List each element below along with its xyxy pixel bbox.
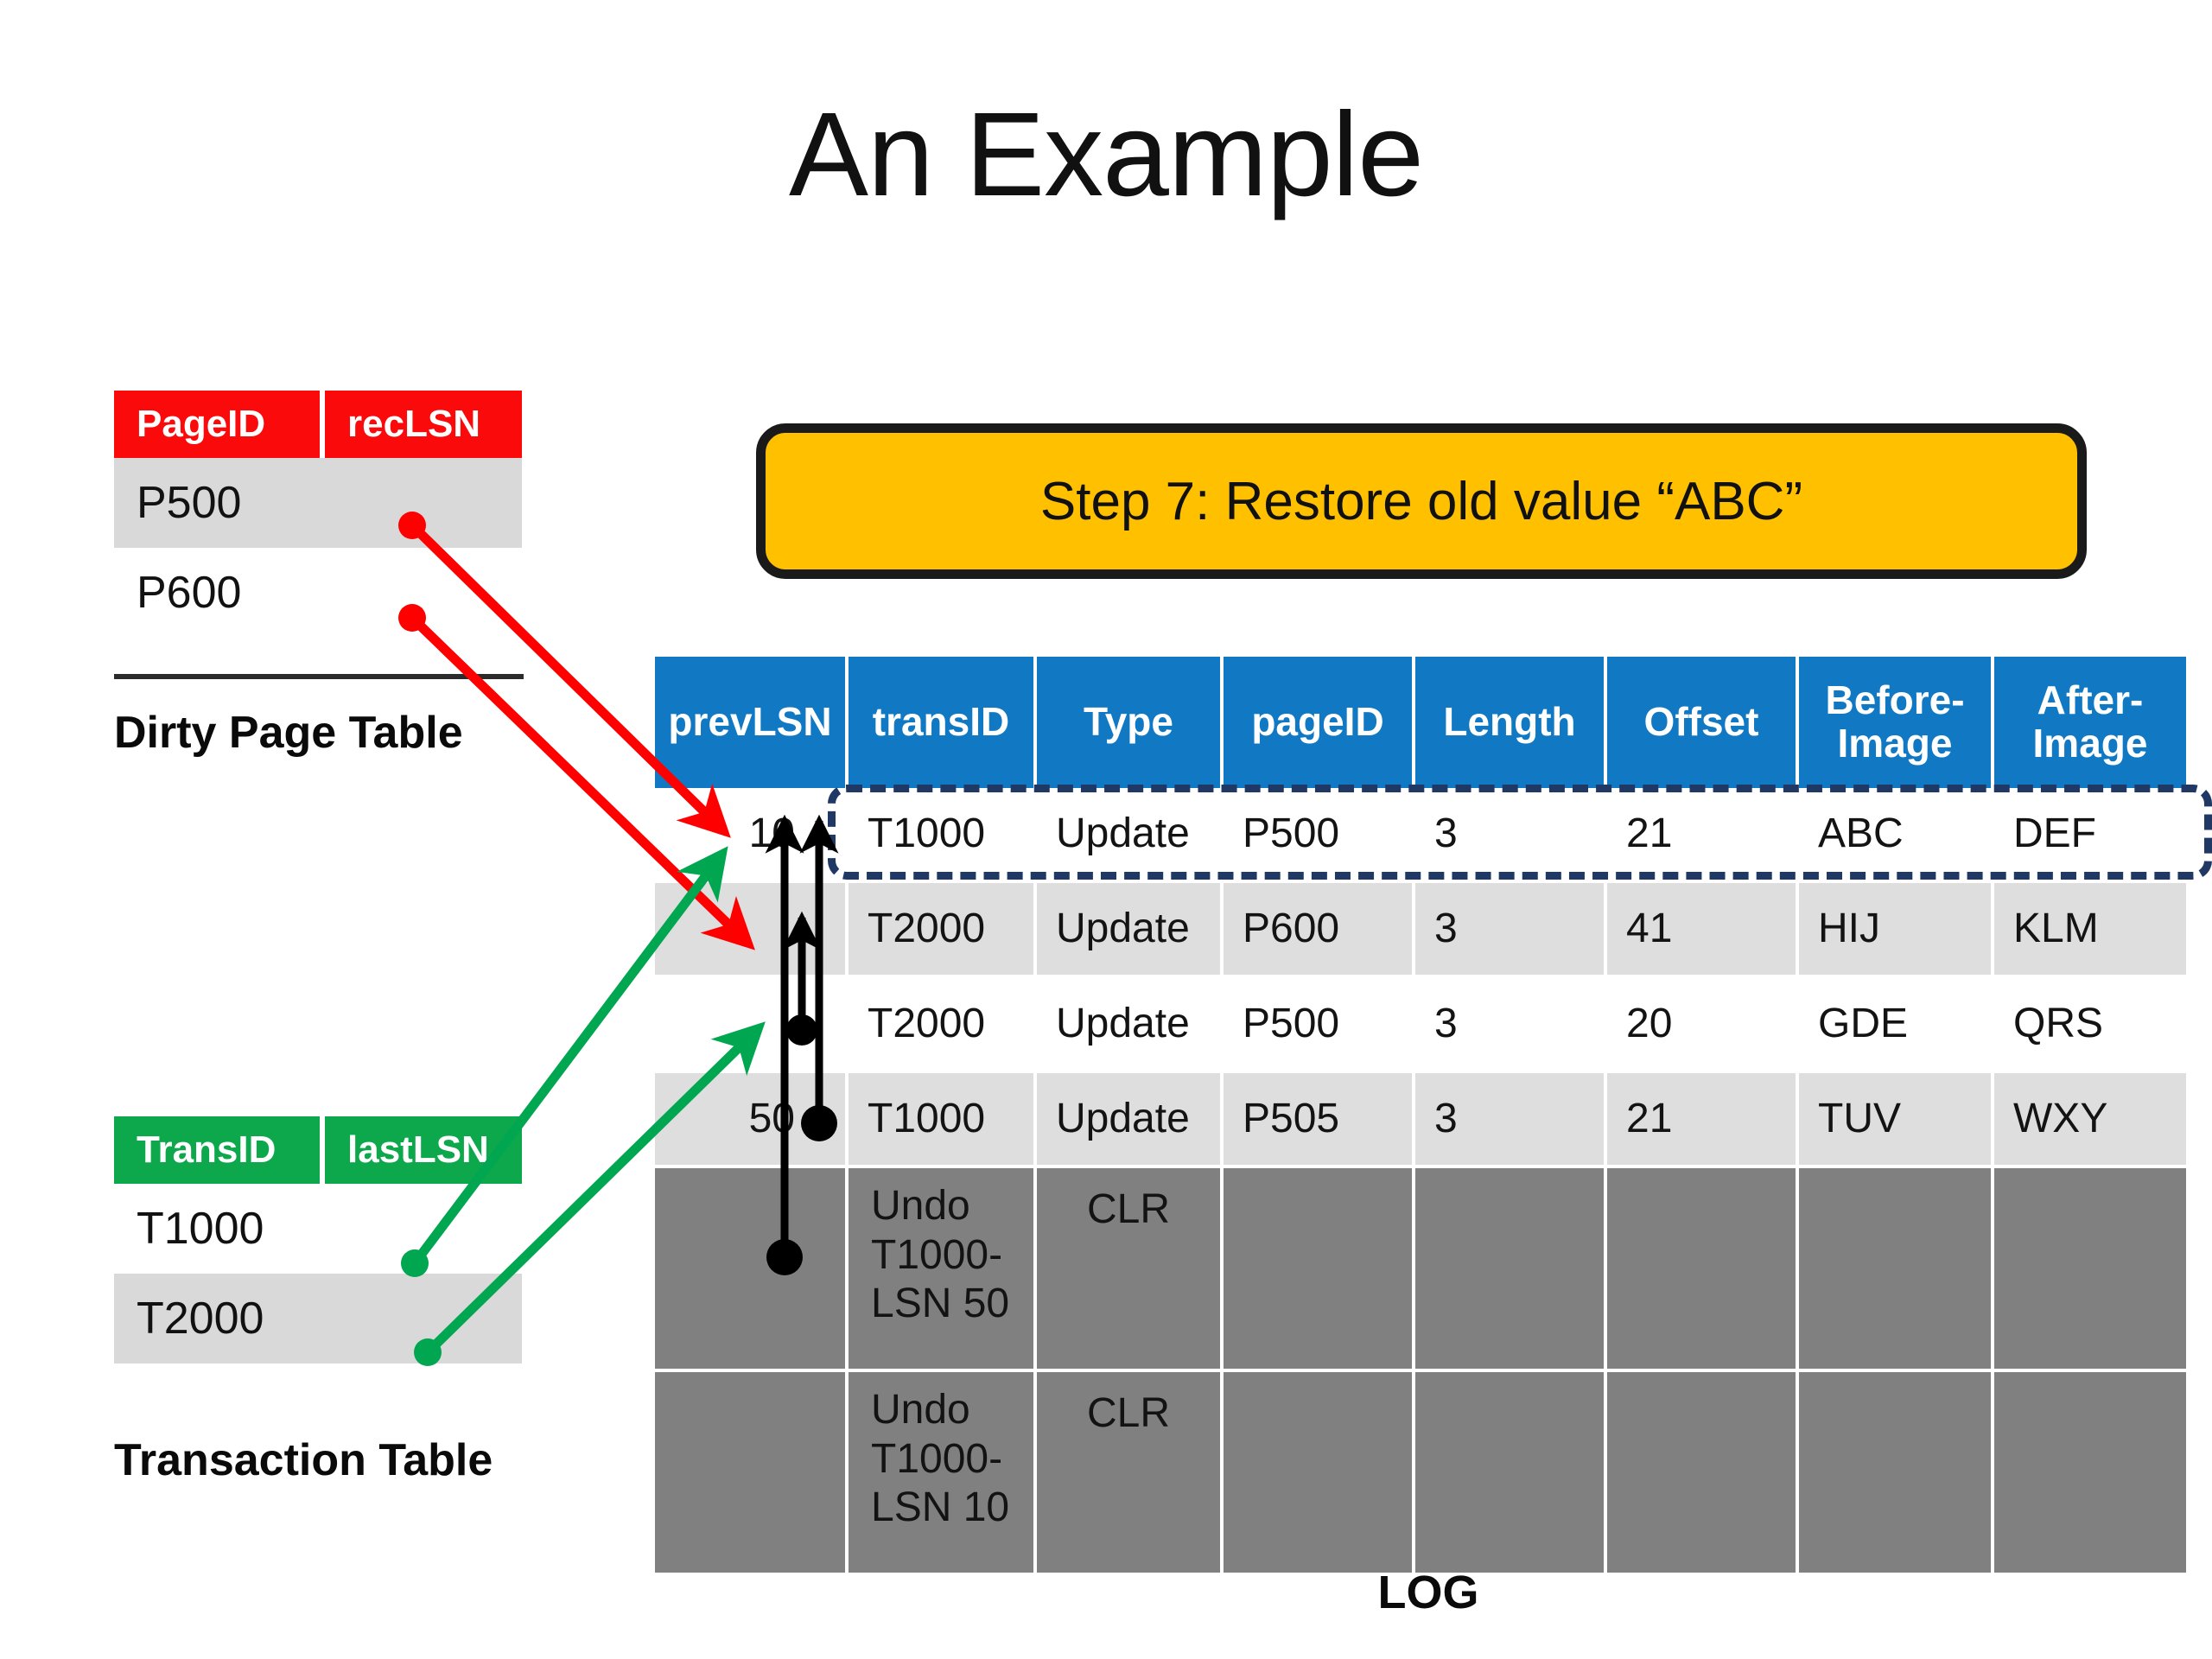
- dpt-cell-pageid-0: P500: [114, 458, 320, 548]
- log-cell-pageid-3: P505: [1224, 1073, 1415, 1168]
- tt-col-transid: TransID: [114, 1116, 320, 1184]
- log-cell-offset-5: [1607, 1372, 1799, 1576]
- log-cell-pageid-0: P500: [1224, 788, 1415, 883]
- log-cell-before-0: ABC: [1799, 788, 1994, 883]
- log-cell-transid-5: Undo T1000-LSN 10: [849, 1372, 1037, 1576]
- table-header-row: TransID lastLSN: [114, 1116, 522, 1184]
- tt-cell-lastlsn-1: [325, 1274, 522, 1363]
- transaction-table-caption: Transaction Table: [114, 1435, 493, 1485]
- log-cell-length-3: 3: [1415, 1073, 1607, 1168]
- log-col-after-image: After-Image: [1994, 657, 2186, 788]
- log-cell-prevlsn-4: [655, 1168, 849, 1372]
- dirty-page-table-caption: Dirty Page Table: [114, 708, 463, 758]
- log-cell-transid-3: T1000: [849, 1073, 1037, 1168]
- log-cell-length-1: 3: [1415, 883, 1607, 978]
- log-cell-offset-3: 21: [1607, 1073, 1799, 1168]
- log-table-caption: LOG: [1377, 1567, 1479, 1618]
- dpt-col-reclsn: recLSN: [325, 391, 522, 458]
- step-callout-banner[interactable]: Step 7: Restore old value “ABC”: [756, 423, 2087, 579]
- log-table-row[interactable]: T2000 Update P500 3 20 GDE QRS: [655, 978, 2186, 1073]
- dpt-cell-pageid-1: P600: [114, 548, 320, 638]
- log-cell-prevlsn-5: [655, 1372, 849, 1576]
- log-cell-offset-1: 41: [1607, 883, 1799, 978]
- log-cell-type-5: CLR: [1037, 1372, 1224, 1576]
- tt-cell-lastlsn-0: [325, 1184, 522, 1274]
- log-cell-type-1: Update: [1037, 883, 1224, 978]
- log-table-row[interactable]: 10 T1000 Update P500 3 21 ABC DEF: [655, 788, 2186, 883]
- log-cell-before-2: GDE: [1799, 978, 1994, 1073]
- log-col-prevlsn: prevLSN: [655, 657, 849, 788]
- table-row[interactable]: P500: [114, 458, 522, 548]
- log-cell-prevlsn-1: [655, 883, 849, 978]
- log-cell-pageid-1: P600: [1224, 883, 1415, 978]
- log-cell-length-5: [1415, 1372, 1607, 1576]
- dirty-page-table-grid: PageID recLSN P500 P600: [114, 391, 522, 638]
- table-row[interactable]: T1000: [114, 1184, 522, 1274]
- log-cell-before-5: [1799, 1372, 1994, 1576]
- log-cell-type-4: CLR: [1037, 1168, 1224, 1372]
- tt-col-lastlsn: lastLSN: [325, 1116, 522, 1184]
- tt-cell-transid-0: T1000: [114, 1184, 320, 1274]
- column-gap: [320, 1184, 325, 1274]
- column-gap: [320, 1274, 325, 1363]
- log-col-offset: Offset: [1607, 657, 1799, 788]
- log-col-length: Length: [1415, 657, 1607, 788]
- log-table-row[interactable]: Undo T1000-LSN 50 CLR: [655, 1168, 2186, 1372]
- tt-cell-transid-1: T2000: [114, 1274, 320, 1363]
- dirty-page-table: PageID recLSN P500 P600: [114, 391, 522, 638]
- log-col-transid: transID: [849, 657, 1037, 788]
- log-cell-length-0: 3: [1415, 788, 1607, 883]
- column-gap: [320, 548, 325, 638]
- log-cell-type-2: Update: [1037, 978, 1224, 1073]
- log-cell-transid-4: Undo T1000-LSN 50: [849, 1168, 1037, 1372]
- dpt-col-pageid: PageID: [114, 391, 320, 458]
- column-gap: [320, 391, 325, 458]
- log-cell-after-5: [1994, 1372, 2186, 1576]
- step-callout-text: Step 7: Restore old value “ABC”: [1039, 471, 1803, 531]
- log-cell-offset-2: 20: [1607, 978, 1799, 1073]
- dpt-cell-reclsn-1: [325, 548, 522, 638]
- log-cell-after-0: DEF: [1994, 788, 2186, 883]
- log-table-row[interactable]: 50 T1000 Update P505 3 21 TUV WXY: [655, 1073, 2186, 1168]
- dpt-cell-reclsn-0: [325, 458, 522, 548]
- log-table-row[interactable]: Undo T1000-LSN 10 CLR: [655, 1372, 2186, 1576]
- log-cell-after-3: WXY: [1994, 1073, 2186, 1168]
- table-row[interactable]: P600: [114, 548, 522, 638]
- column-gap: [320, 458, 325, 548]
- log-cell-length-4: [1415, 1168, 1607, 1372]
- log-cell-prevlsn-2: [655, 978, 849, 1073]
- log-cell-after-1: KLM: [1994, 883, 2186, 978]
- page-title: An Example: [788, 88, 1424, 221]
- log-cell-prevlsn-0: 10: [655, 788, 849, 883]
- column-gap: [320, 1116, 325, 1184]
- log-cell-type-0: Update: [1037, 788, 1224, 883]
- log-table-header-row: prevLSN transID Type pageID Length Offse…: [655, 657, 2186, 788]
- log-cell-pageid-2: P500: [1224, 978, 1415, 1073]
- log-table: prevLSN transID Type pageID Length Offse…: [655, 657, 2186, 1576]
- log-col-type: Type: [1037, 657, 1224, 788]
- log-cell-pageid-4: [1224, 1168, 1415, 1372]
- log-cell-offset-4: [1607, 1168, 1799, 1372]
- dirty-page-table-underline: [114, 674, 524, 679]
- log-cell-after-2: QRS: [1994, 978, 2186, 1073]
- table-row[interactable]: T2000: [114, 1274, 522, 1363]
- log-col-before-image: Before-Image: [1799, 657, 1994, 788]
- log-cell-before-3: TUV: [1799, 1073, 1994, 1168]
- table-header-row: PageID recLSN: [114, 391, 522, 458]
- log-cell-before-1: HIJ: [1799, 883, 1994, 978]
- log-cell-transid-1: T2000: [849, 883, 1037, 978]
- log-table-row[interactable]: T2000 Update P600 3 41 HIJ KLM: [655, 883, 2186, 978]
- log-cell-pageid-5: [1224, 1372, 1415, 1576]
- log-cell-prevlsn-3: 50: [655, 1073, 849, 1168]
- log-cell-type-3: Update: [1037, 1073, 1224, 1168]
- log-cell-transid-0: T1000: [849, 788, 1037, 883]
- log-cell-transid-2: T2000: [849, 978, 1037, 1073]
- log-cell-length-2: 3: [1415, 978, 1607, 1073]
- log-cell-after-4: [1994, 1168, 2186, 1372]
- log-cell-offset-0: 21: [1607, 788, 1799, 883]
- log-cell-before-4: [1799, 1168, 1994, 1372]
- transaction-table-grid: TransID lastLSN T1000 T2000: [114, 1116, 522, 1363]
- log-col-pageid: pageID: [1224, 657, 1415, 788]
- transaction-table: TransID lastLSN T1000 T2000: [114, 1116, 522, 1363]
